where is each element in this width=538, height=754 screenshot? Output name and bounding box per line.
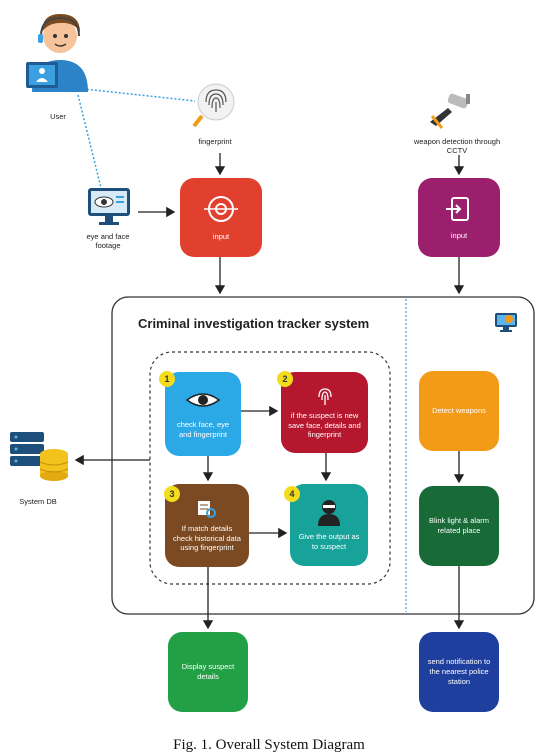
eye-scan-icon [185,393,221,407]
weapon-detection-label: weapon detection through CCTV [413,137,501,156]
input-left-box: input [180,178,262,257]
detect-weapons-label: Detect weapons [432,406,486,416]
step1-box: check face, eye and fingerprint [165,372,241,456]
step3-label: If match details check historical data u… [173,523,241,553]
process-group [149,351,391,585]
suspect-icon [318,500,340,527]
user-to-fingerprint-dotted [74,87,196,102]
send-notification-label: send notification to the nearest police … [427,657,491,686]
step3-badge: 3 [164,486,180,502]
input-right-box: input [418,178,500,257]
step2-badge: 2 [277,371,293,387]
system-db-icon [10,432,69,481]
step1-label: check face, eye and fingerprint [176,420,230,439]
step2-box: if the suspect is new save face, details… [281,372,368,453]
step4-box: Give the output as to suspect [290,484,368,566]
input-left-label: input [212,231,230,241]
blink-alarm-label: Blink light & alarm related place [428,516,490,535]
system-container [111,296,535,615]
system-monitor-icon [495,313,517,332]
display-suspect-box: Display suspect details [168,632,248,712]
step4-badge: 4 [284,486,300,502]
system-db-label: System DB [19,497,57,506]
fingerprint-icon [192,83,235,128]
blink-alarm-box: Blink light & alarm related place [419,486,499,566]
eye-footage-label: eye and face footage [86,232,130,251]
step1-badge: 1 [159,371,175,387]
database-search-icon [198,500,216,518]
system-title: Criminal investigation tracker system [138,316,370,331]
step4-label: Give the output as to suspect [298,532,360,551]
user-avatar-icon [26,14,88,92]
user-label: User [50,112,66,121]
display-suspect-label: Display suspect details [181,662,235,681]
figure-caption: Fig. 1. Overall System Diagram [173,737,365,753]
send-notification-box: send notification to the nearest police … [419,632,499,712]
fingerprint-label: fingerprint [198,137,232,146]
cctv-weapon-icon [430,93,470,129]
eye-footage-monitor-icon [88,188,130,225]
detect-weapons-box: Detect weapons [419,371,499,451]
user-to-eye-dotted [77,94,103,193]
input-right-label: input [450,230,468,240]
fingerprint-scan-icon [317,388,332,405]
target-icon [204,195,238,222]
step2-label: if the suspect is new save face, details… [288,410,361,440]
exit-door-icon [446,196,469,221]
